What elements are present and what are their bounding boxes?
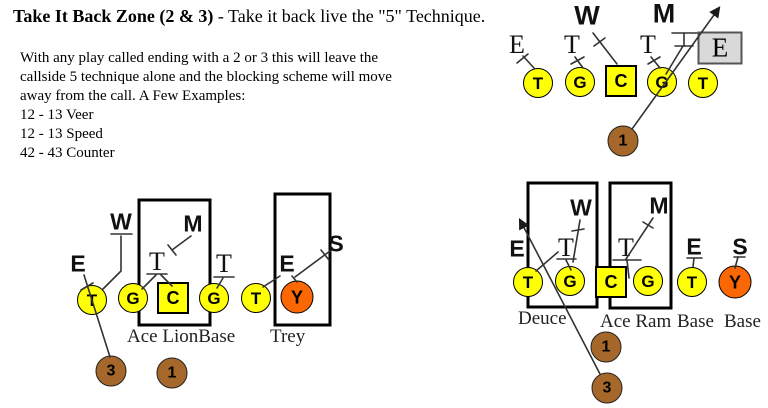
d1-back-1: 1 [607,125,639,157]
d2-right-guard: G [199,283,229,313]
d1-left-tackle: T [523,68,553,98]
d3-def-will: W [570,194,592,221]
intro-line: callside 5 technique alone and the block… [20,69,392,85]
d1-def-tackle-right: T [640,30,656,59]
d2-label-ace-lion-base: Ace LionBase [127,326,236,347]
d2-def-end-right: E [279,250,295,277]
d3-label-ace-ram: Ace Ram [600,311,672,332]
d3-center: C [595,266,627,298]
d1-right-tackle: T [688,68,718,98]
intro-line: 12 - 13 Veer [20,107,94,123]
d1-left-guard: G [565,67,595,97]
d2-def-end-left: E [70,250,86,277]
d3-def-sam: S [732,233,748,260]
d3-def-end-right: E [686,233,702,260]
d2-def-will: W [110,208,132,235]
d2-left-guard: G [118,283,148,313]
d3-label-deuce: Deuce [518,308,567,329]
intro-line: 42 - 43 Counter [20,145,115,161]
d3-def-end-left: E [509,235,525,262]
d3-back-1: 1 [590,331,622,363]
d1-def-mike: M [652,0,676,29]
d2-back-1: 1 [156,357,188,389]
d1-def-end-left: E [509,30,525,59]
d2-def-tackle-left: T [149,247,165,276]
d3-def-tackle-right: T [618,233,634,262]
d2-def-sam: S [328,230,344,257]
d1-def-will: W [574,0,600,31]
d2-tight-end-y: Y [280,280,314,314]
intro-paragraph: With any play called ending with a 2 or … [20,49,440,163]
d1-right-guard: G [647,67,677,97]
d3-label-base-1: Base [677,311,714,332]
d1-end-box: E [697,31,743,65]
d3-label-base-2: Base [724,311,761,332]
d3-def-mike: M [649,192,669,219]
d2-label-trey: Trey [270,326,306,347]
d2-center: C [157,282,189,314]
d2-def-mike: M [183,210,203,237]
d3-left-tackle: T [513,267,543,297]
d3-left-guard: G [555,266,585,296]
intro-line: away from the call. A Few Examples: [20,88,246,104]
page-title-regular: - Take it back live the "5" Technique. [213,6,486,26]
intro-line: With any play called ending with a 2 or … [20,50,379,66]
intro-line: 12 - 13 Speed [20,126,103,142]
d2-def-tackle-right: T [216,249,232,278]
d3-tight-end-y: Y [718,265,752,299]
page-title: Take It Back Zone (2 & 3) - Take it back… [13,6,485,27]
d3-right-tackle: T [677,267,707,297]
d2-left-tackle: T [77,285,107,315]
d2-back-3: 3 [95,355,127,387]
d3-back-3: 3 [591,372,623,404]
d1-def-tackle-left: T [564,30,580,59]
d3-def-tackle-left: T [558,233,574,262]
d2-right-tackle: T [241,283,271,313]
d1-center: C [605,65,637,97]
d3-right-guard: G [633,266,663,296]
page-title-bold: Take It Back Zone (2 & 3) [13,6,214,26]
